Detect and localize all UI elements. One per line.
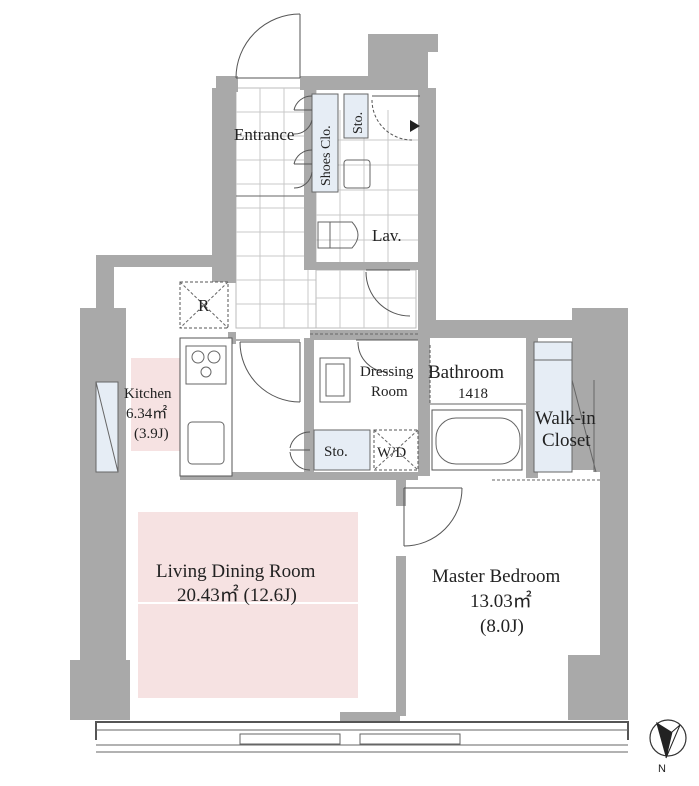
storage-top-label: Sto. (351, 112, 366, 134)
living-highlight (138, 512, 358, 698)
kitchen-jo: (3.9J) (134, 426, 169, 442)
shoes-closet-label: Shoes Clo. (319, 125, 334, 186)
lav-door (365, 269, 411, 317)
washer-box (373, 429, 419, 471)
left-window (95, 381, 119, 473)
compass-label: N (658, 763, 666, 775)
storage-top (343, 93, 369, 139)
kitchen-area: 6.34㎡ (126, 405, 167, 422)
refrigerator-label: R (198, 296, 210, 315)
master-bedroom-jo: (8.0J) (480, 616, 524, 637)
walkin-label-2: Closet (542, 430, 591, 451)
dressing-room-fixtures (319, 339, 418, 403)
master-bedroom-area: 13.03㎡ (470, 589, 532, 612)
master-bedroom-door (403, 487, 463, 547)
lavatory-fixtures (317, 159, 371, 249)
bathroom-size: 1418 (458, 386, 488, 402)
bathtub (429, 345, 526, 471)
compass-north-icon (649, 719, 687, 759)
shoes-closet (311, 93, 339, 193)
washer-label: W/D (377, 445, 406, 461)
door-arrow-icon (410, 120, 420, 132)
outline-lines (95, 195, 629, 753)
lavatory-label: Lav. (372, 226, 402, 245)
storage-mid-doors (289, 431, 311, 471)
kitchen-label: Kitchen (124, 386, 172, 402)
refrigerator-box (179, 281, 229, 329)
kitchen-counter (179, 337, 301, 477)
dressing-label-1: Dressing (360, 364, 414, 380)
dressing-label-2: Room (371, 384, 408, 400)
living-dining-area: 20.43㎡ (12.6J) (177, 583, 297, 606)
shoes-closet-doors (293, 95, 313, 189)
master-bedroom-label: Master Bedroom (432, 566, 560, 587)
entrance-label: Entrance (234, 125, 294, 144)
kitchen-highlight (131, 358, 183, 451)
walkin-label-1: Walk-in (535, 408, 596, 429)
bathroom-label: Bathroom (428, 362, 504, 383)
living-dining-label: Living Dining Room (156, 561, 316, 582)
entry-door (235, 13, 301, 79)
storage-top-door (371, 95, 420, 141)
walk-in-closet-area (533, 341, 597, 473)
storage-mid (313, 429, 371, 471)
storage-mid-label: Sto. (324, 444, 348, 460)
